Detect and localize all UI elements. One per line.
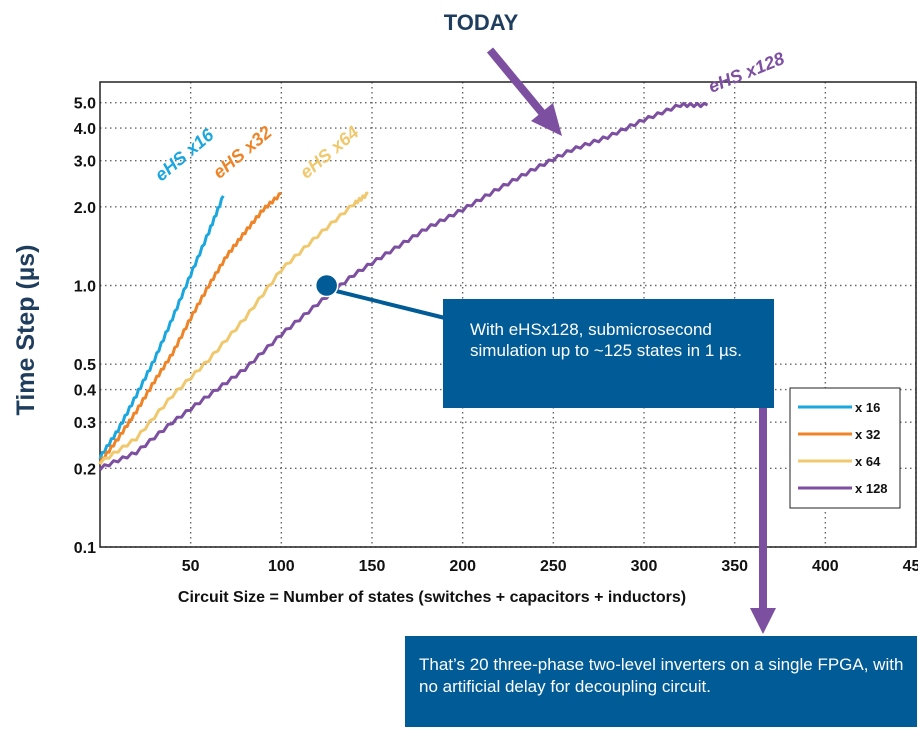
x-tick-label: 100 [268, 558, 295, 575]
callout-submicrosecond: With eHSx128, submicrosecond simulation … [443, 299, 774, 408]
callout-inverters: That’s 20 three-phase two-level inverter… [405, 636, 917, 727]
y-tick-label: 2.0 [74, 200, 96, 217]
callout2-arrow [750, 405, 776, 634]
y-tick-label: 3.0 [74, 154, 96, 171]
y-tick-label: 0.3 [74, 415, 96, 432]
x-tick-label: 300 [631, 558, 658, 575]
today-arrow [486, 47, 562, 136]
y-tick-label: 0.4 [74, 383, 96, 400]
plot-frame [99, 81, 917, 548]
legend-label: x 16 [855, 400, 880, 415]
x-tick-labels: 50 100 150 200 250 300 350 400 450 [182, 558, 918, 575]
callout1-connector [319, 285, 446, 320]
series-label-3: eHS x128 [705, 48, 787, 97]
x-axis-label: Circuit Size = Number of states (switche… [178, 589, 686, 606]
x-tick-label: 200 [449, 558, 476, 575]
y-tick-label: 1.0 [74, 278, 96, 295]
series-layer [98, 101, 709, 471]
x-tick-label: 350 [721, 558, 748, 575]
series-label-1: eHS x32 [209, 122, 276, 182]
today-label: TODAY [444, 10, 519, 35]
x-tick-label: 400 [812, 558, 839, 575]
series-label-0: eHS x16 [151, 124, 218, 185]
x-tick-label: 450 [903, 558, 918, 575]
legend-label: x 64 [855, 454, 881, 469]
y-tick-label: 0.1 [74, 540, 96, 557]
legend: x 16 x 32 x 64 x 128 [789, 387, 901, 509]
y-tick-label: 5.0 [74, 96, 96, 113]
grid-layer [100, 82, 917, 548]
series-line-3 [98, 101, 709, 471]
legend-label: x 32 [855, 427, 880, 442]
x-tick-label: 150 [359, 558, 386, 575]
series-label-2: eHS x64 [296, 122, 363, 182]
y-tick-labels: 0.1 0.2 0.3 0.4 0.5 1.0 2.0 3.0 4.0 5.0 [74, 96, 96, 557]
highlight-point [314, 273, 339, 298]
y-tick-label: 0.5 [74, 357, 96, 374]
series-line-0 [98, 195, 225, 460]
y-axis-label: Time Step (µs) [12, 245, 40, 416]
x-tick-label: 50 [182, 558, 200, 575]
legend-label: x 128 [855, 481, 888, 496]
series-line-2 [98, 191, 369, 466]
y-tick-label: 4.0 [74, 121, 96, 138]
series-line-1 [98, 191, 282, 465]
y-tick-label: 0.2 [74, 461, 96, 478]
x-tick-label: 250 [540, 558, 567, 575]
